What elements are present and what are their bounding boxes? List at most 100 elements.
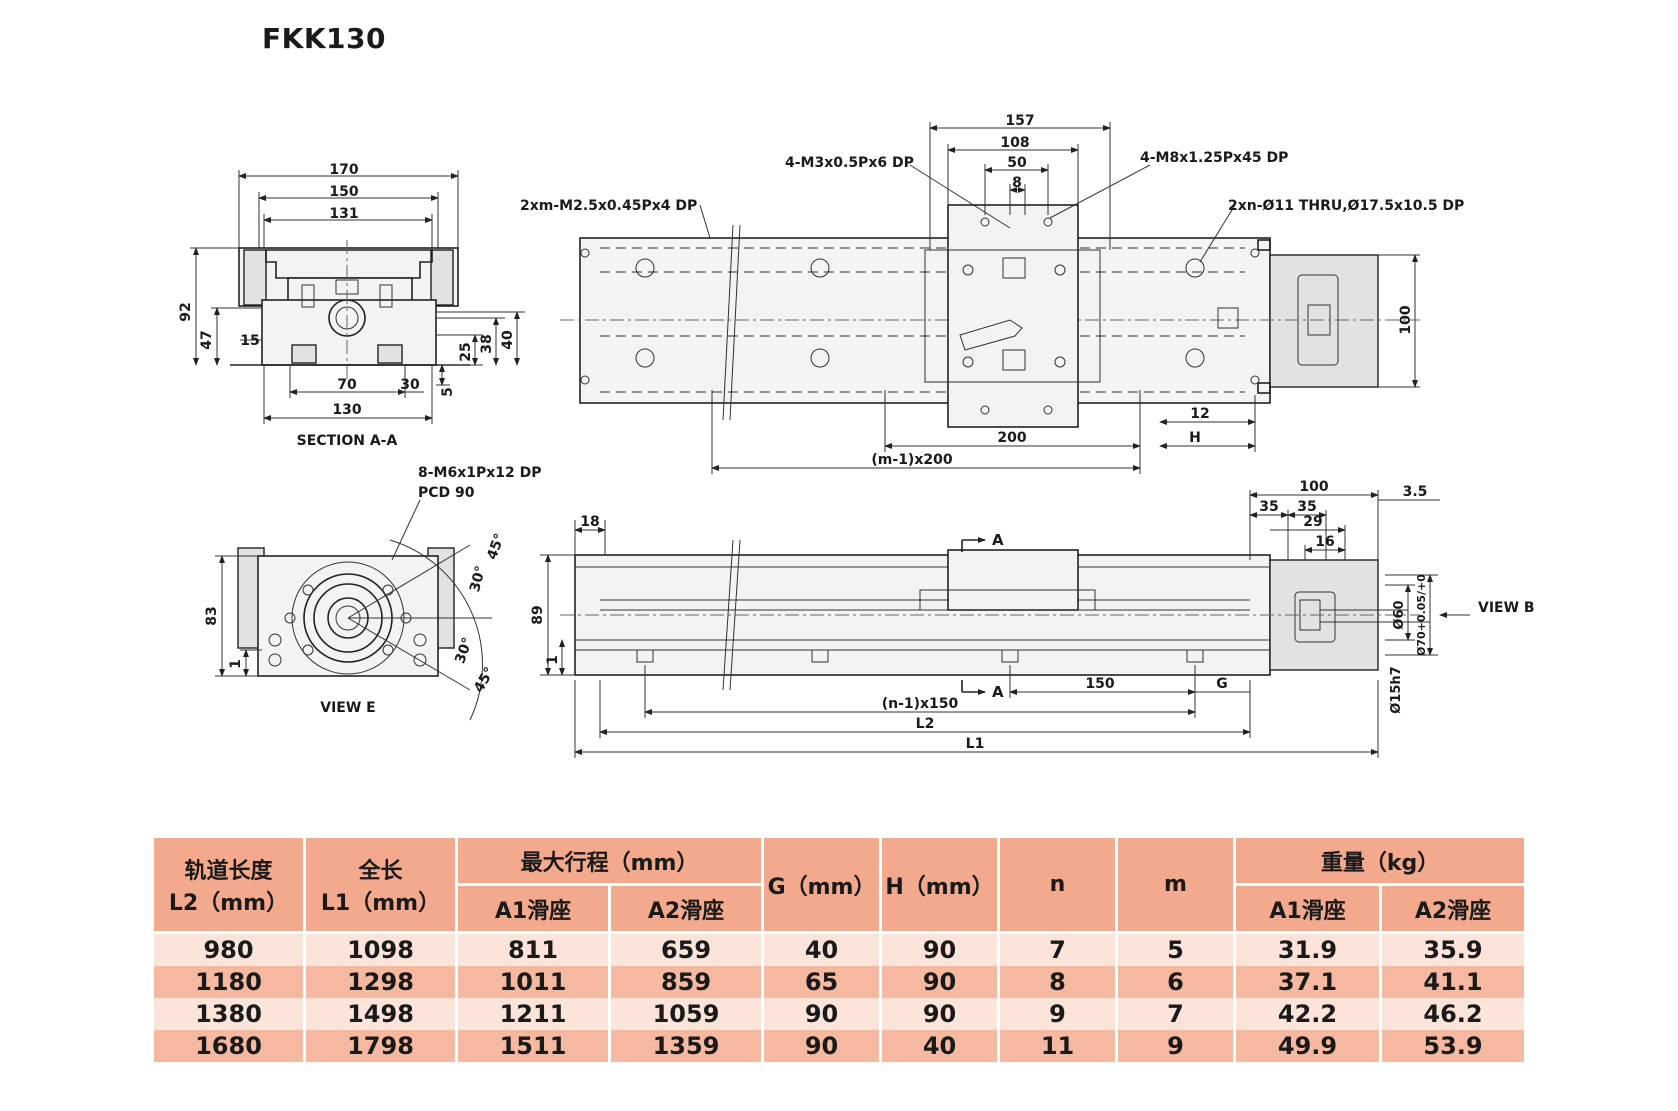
dim-h: H <box>1189 430 1201 446</box>
view-e-label: VIEW E <box>320 700 376 716</box>
dim-12: 12 <box>1190 406 1209 422</box>
dim-25: 25 <box>458 342 474 361</box>
header-l2-line1: 轨道长度 <box>184 858 273 884</box>
dim-d15h7: Ø15h7 <box>1389 666 1404 713</box>
dim-100-horizontal: 100 <box>1299 479 1328 495</box>
table-cell: 49.9 <box>1233 1030 1383 1062</box>
dim-5: 5 <box>440 387 456 397</box>
table-row: 1180 1298 1011 859 65 90 8 6 37.1 41.1 <box>151 966 1528 998</box>
table-cell: 1498 <box>303 998 458 1030</box>
header-l1-line2: L1（mm） <box>320 890 441 916</box>
table-cell: 1180 <box>151 966 306 998</box>
header-weight-a1: A1滑座 <box>1233 883 1383 934</box>
header-g: G（mm） <box>761 835 883 934</box>
table-cell: 1059 <box>607 998 765 1030</box>
dim-157: 157 <box>1005 113 1034 129</box>
section-aa-label: SECTION A-A <box>297 433 398 449</box>
table-row: 1380 1498 1211 1059 90 90 9 7 42.2 46.2 <box>151 998 1528 1030</box>
table-cell: 90 <box>879 932 1001 966</box>
table-cell: 1298 <box>303 966 458 998</box>
dim-1-view-e: 1 <box>228 659 244 669</box>
dim-18: 18 <box>580 514 599 530</box>
dim-100-vertical: 100 <box>1398 305 1414 334</box>
dim-108: 108 <box>1000 135 1029 151</box>
drawing-title: FKK130 <box>262 22 386 55</box>
table-cell: 41.1 <box>1379 966 1528 998</box>
table-cell: 5 <box>1115 932 1237 966</box>
table-cell: 1011 <box>455 966 611 998</box>
table-cell: 90 <box>761 1030 883 1062</box>
table-cell: 90 <box>879 998 1001 1030</box>
dim-d70-tolerance: Ø70+0.05/+0 <box>1415 574 1428 656</box>
dim-170: 170 <box>329 162 358 178</box>
dim-92: 92 <box>178 302 194 321</box>
dim-150: 150 <box>329 184 358 200</box>
dim-131: 131 <box>329 206 358 222</box>
table-cell: 1511 <box>455 1030 611 1062</box>
note-m3: 4-M3x0.5Px6 DP <box>785 155 914 171</box>
table-cell: 9 <box>1115 1030 1237 1062</box>
note-pcd: PCD 90 <box>418 485 475 501</box>
table-cell: 859 <box>607 966 765 998</box>
table-cell: 31.9 <box>1233 932 1383 966</box>
header-weight-a2: A2滑座 <box>1379 883 1528 934</box>
dim-50: 50 <box>1007 155 1027 171</box>
table-cell: 811 <box>455 932 611 966</box>
table-cell: 53.9 <box>1379 1030 1528 1062</box>
note-m25: 2xm-M2.5x0.45Px4 DP <box>520 198 697 214</box>
table-cell: 65 <box>761 966 883 998</box>
dim-35-a: 35 <box>1259 499 1278 515</box>
section-marker-a-bottom: A <box>992 683 1004 701</box>
note-m8: 4-M8x1.25Px45 DP <box>1140 150 1288 166</box>
view-b-label: VIEW B <box>1478 600 1535 616</box>
table-cell: 1380 <box>151 998 306 1030</box>
header-l1: 全长 L1（mm） <box>303 835 458 934</box>
table-cell: 40 <box>879 1030 1001 1062</box>
dim-1-side: 1 <box>545 655 561 665</box>
dim-n1x150: (n-1)x150 <box>882 696 959 712</box>
section-aa-view: 170 150 131 92 47 15 25 38 40 70 30 5 13… <box>178 162 525 449</box>
dim-15: 15 <box>240 333 259 349</box>
table-cell: 42.2 <box>1233 998 1383 1030</box>
dim-30: 30 <box>400 377 420 393</box>
dim-150-side: 150 <box>1085 676 1114 692</box>
header-stroke-a1: A1滑座 <box>455 883 611 934</box>
dim-200: 200 <box>997 430 1026 446</box>
table-cell: 8 <box>997 966 1119 998</box>
table-cell: 1680 <box>151 1030 306 1062</box>
table-cell: 40 <box>761 932 883 966</box>
section-marker-a-top: A <box>992 531 1004 549</box>
table-cell: 1211 <box>455 998 611 1030</box>
dim-83: 83 <box>204 606 220 625</box>
angle-45-bottom: 45° <box>471 665 498 696</box>
dim-29: 29 <box>1303 514 1322 530</box>
header-stroke-a2: A2滑座 <box>607 883 765 934</box>
dim-70: 70 <box>337 377 357 393</box>
note-thru: 2xn-Ø11 THRU,Ø17.5x10.5 DP <box>1228 198 1464 214</box>
header-l2-line2: L2（mm） <box>168 890 289 916</box>
spec-table: 轨道长度 L2（mm） 全长 L1（mm） 最大行程（mm） G（mm） H（m… <box>151 835 1528 1062</box>
table-cell: 37.1 <box>1233 966 1383 998</box>
table-cell: 7 <box>997 932 1119 966</box>
dim-m1x200: (m-1)x200 <box>871 452 952 468</box>
dim-8: 8 <box>1012 175 1022 191</box>
header-n: n <box>997 835 1119 934</box>
header-max-stroke: 最大行程（mm） <box>454 835 765 886</box>
table-cell: 7 <box>1115 998 1237 1030</box>
table-row: 1680 1798 1511 1359 90 40 11 9 49.9 53.9 <box>151 1030 1528 1062</box>
dim-16: 16 <box>1315 534 1334 550</box>
table-cell: 1798 <box>303 1030 458 1062</box>
angle-45-top: 45° <box>484 531 508 561</box>
table-cell: 9 <box>997 998 1119 1030</box>
technical-drawing: 170 150 131 92 47 15 25 38 40 70 30 5 13… <box>178 113 1535 758</box>
dim-g: G <box>1216 676 1228 692</box>
side-view: 18 89 1 A A 150 G (n-1)x150 L2 L1 100 35… <box>530 479 1535 758</box>
header-m: m <box>1115 835 1237 934</box>
table-cell: 46.2 <box>1379 998 1528 1030</box>
table-cell: 35.9 <box>1379 932 1528 966</box>
angle-30-top: 30° <box>467 564 489 594</box>
view-e: 8-M6x1Px12 DP PCD 90 45° 30° 30° 45° 83 … <box>204 465 542 721</box>
table-cell: 1098 <box>303 932 458 966</box>
dim-40: 40 <box>500 330 516 350</box>
dim-130: 130 <box>332 402 361 418</box>
